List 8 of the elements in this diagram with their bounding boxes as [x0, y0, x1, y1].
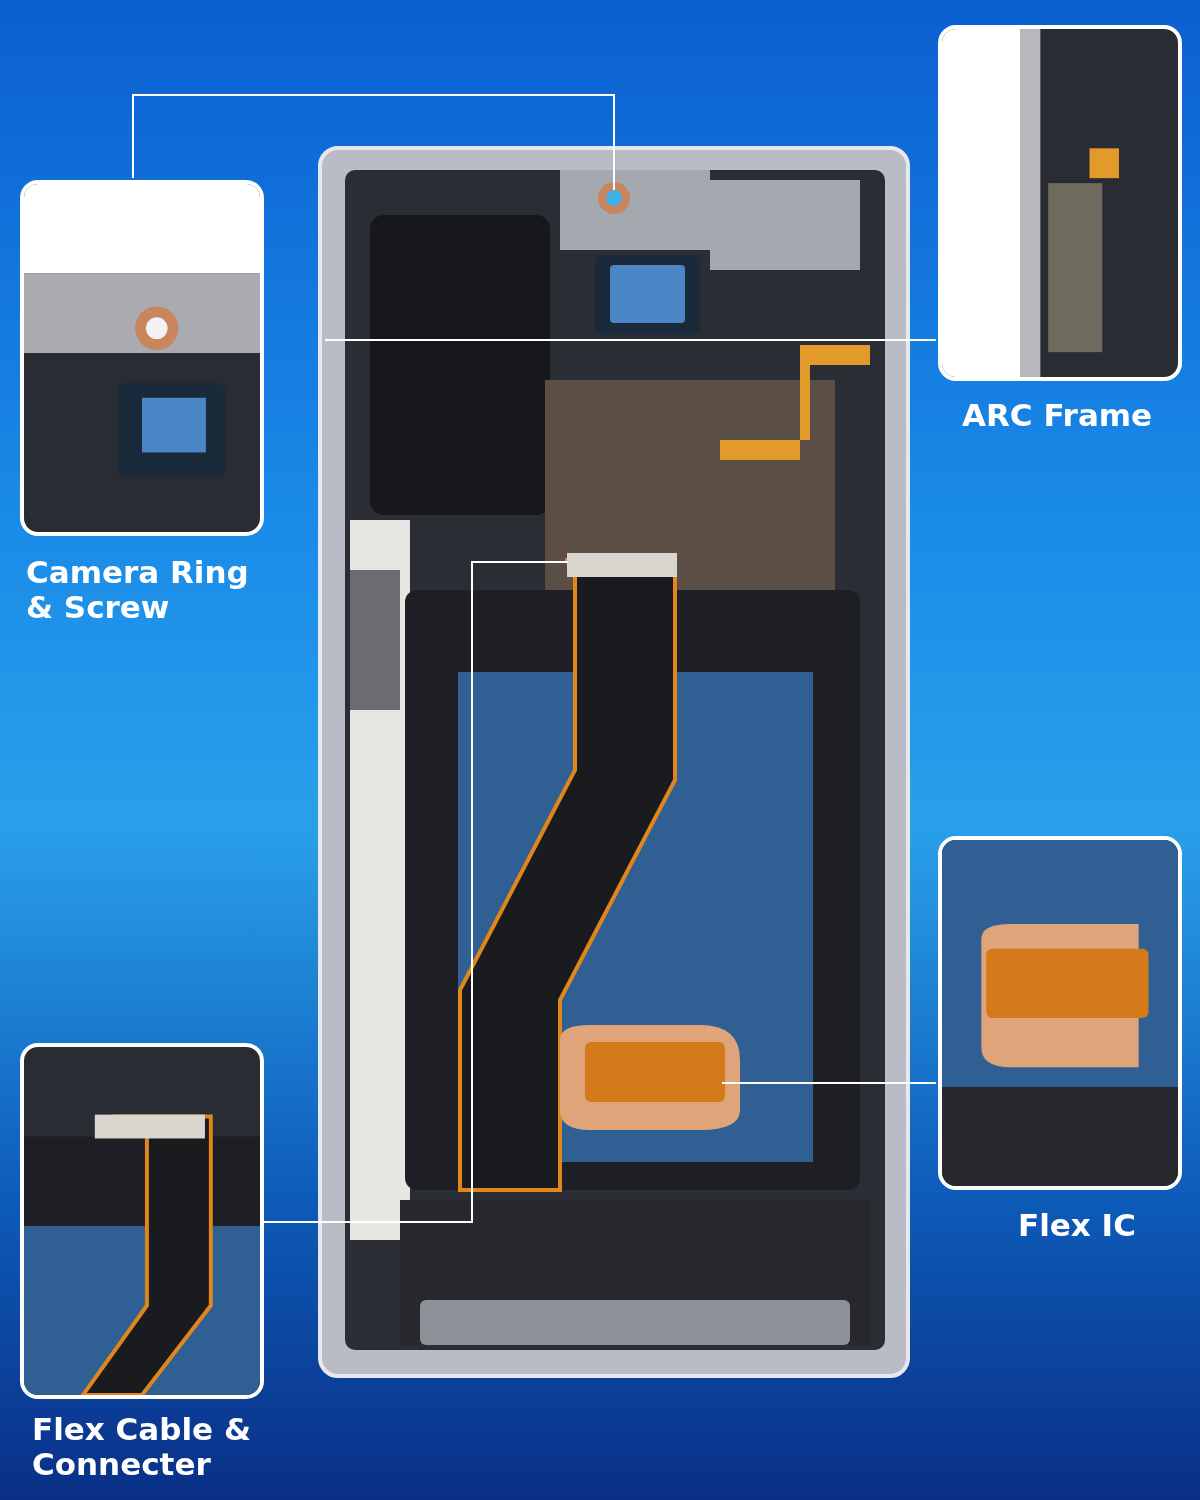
callout-label: ARC Frame [962, 398, 1154, 433]
leader-line [324, 339, 937, 341]
callout-label: Flex Cable & Connecter [32, 1412, 252, 1482]
leader-line [132, 94, 615, 191]
callout-label: Flex IC [1018, 1208, 1137, 1243]
leader-line [263, 561, 569, 1223]
leader-line [721, 1082, 937, 1084]
callout-label: Camera Ring & Screw [26, 555, 250, 625]
